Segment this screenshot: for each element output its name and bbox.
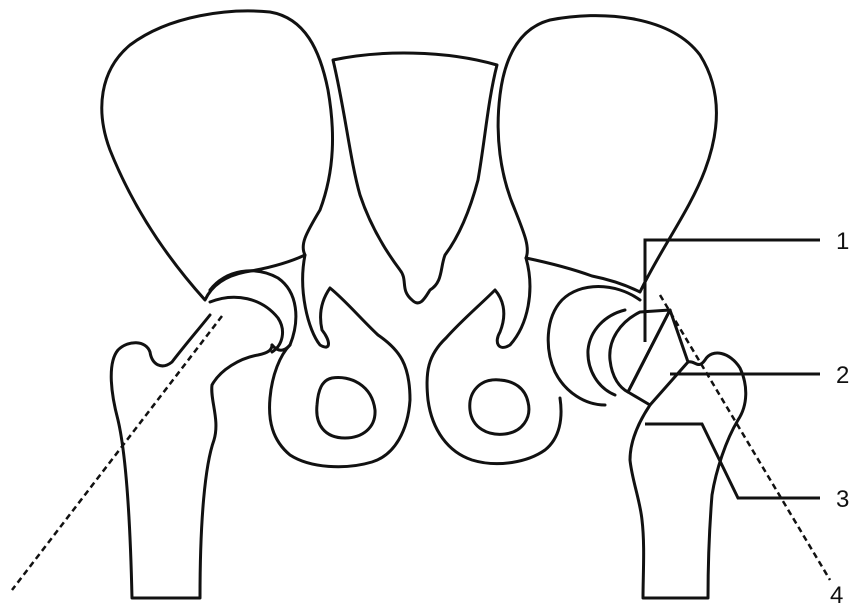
callout-label-3: 3 [836, 486, 849, 513]
callout-1-leader [645, 240, 820, 342]
left-axis-line [12, 316, 222, 590]
right-ilium [498, 16, 716, 292]
right-femoral-head-implant [610, 310, 670, 392]
callout-label-1: 1 [836, 228, 849, 255]
callout-label-2: 2 [836, 362, 849, 389]
left-ilium [102, 11, 333, 300]
right-femoral-head [588, 310, 625, 395]
callout-label-4: 4 [830, 582, 843, 609]
right-acetabulum [548, 287, 640, 406]
sacrum [333, 53, 497, 303]
left-ischium-pubis [270, 255, 410, 467]
right-axis-line [660, 295, 830, 580]
right-obturator-foramen [470, 380, 529, 434]
right-femoral-neck [628, 310, 688, 405]
left-obturator-foramen [317, 377, 375, 438]
callout-3-leader [645, 424, 820, 498]
